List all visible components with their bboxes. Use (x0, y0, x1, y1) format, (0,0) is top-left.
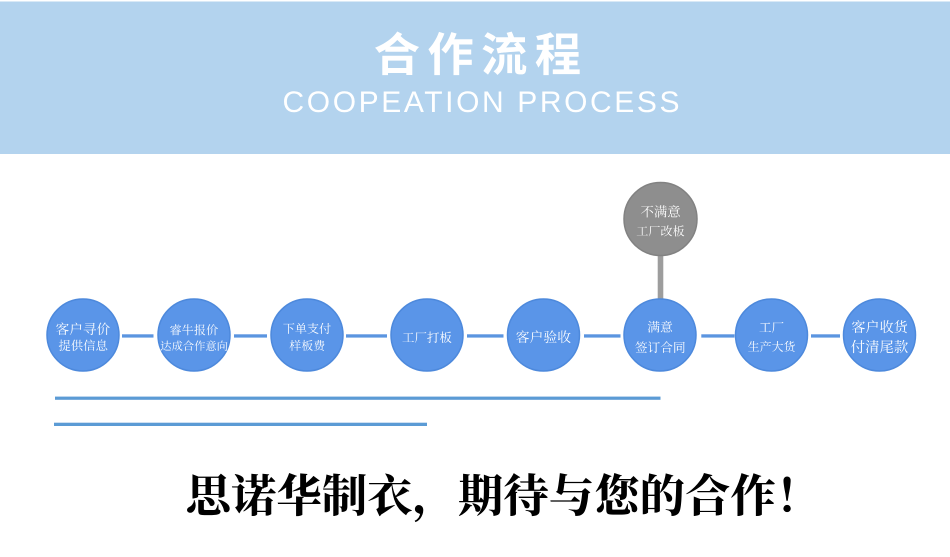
svg-text:COOPEATION PROCESS: COOPEATION PROCESS (283, 86, 682, 119)
